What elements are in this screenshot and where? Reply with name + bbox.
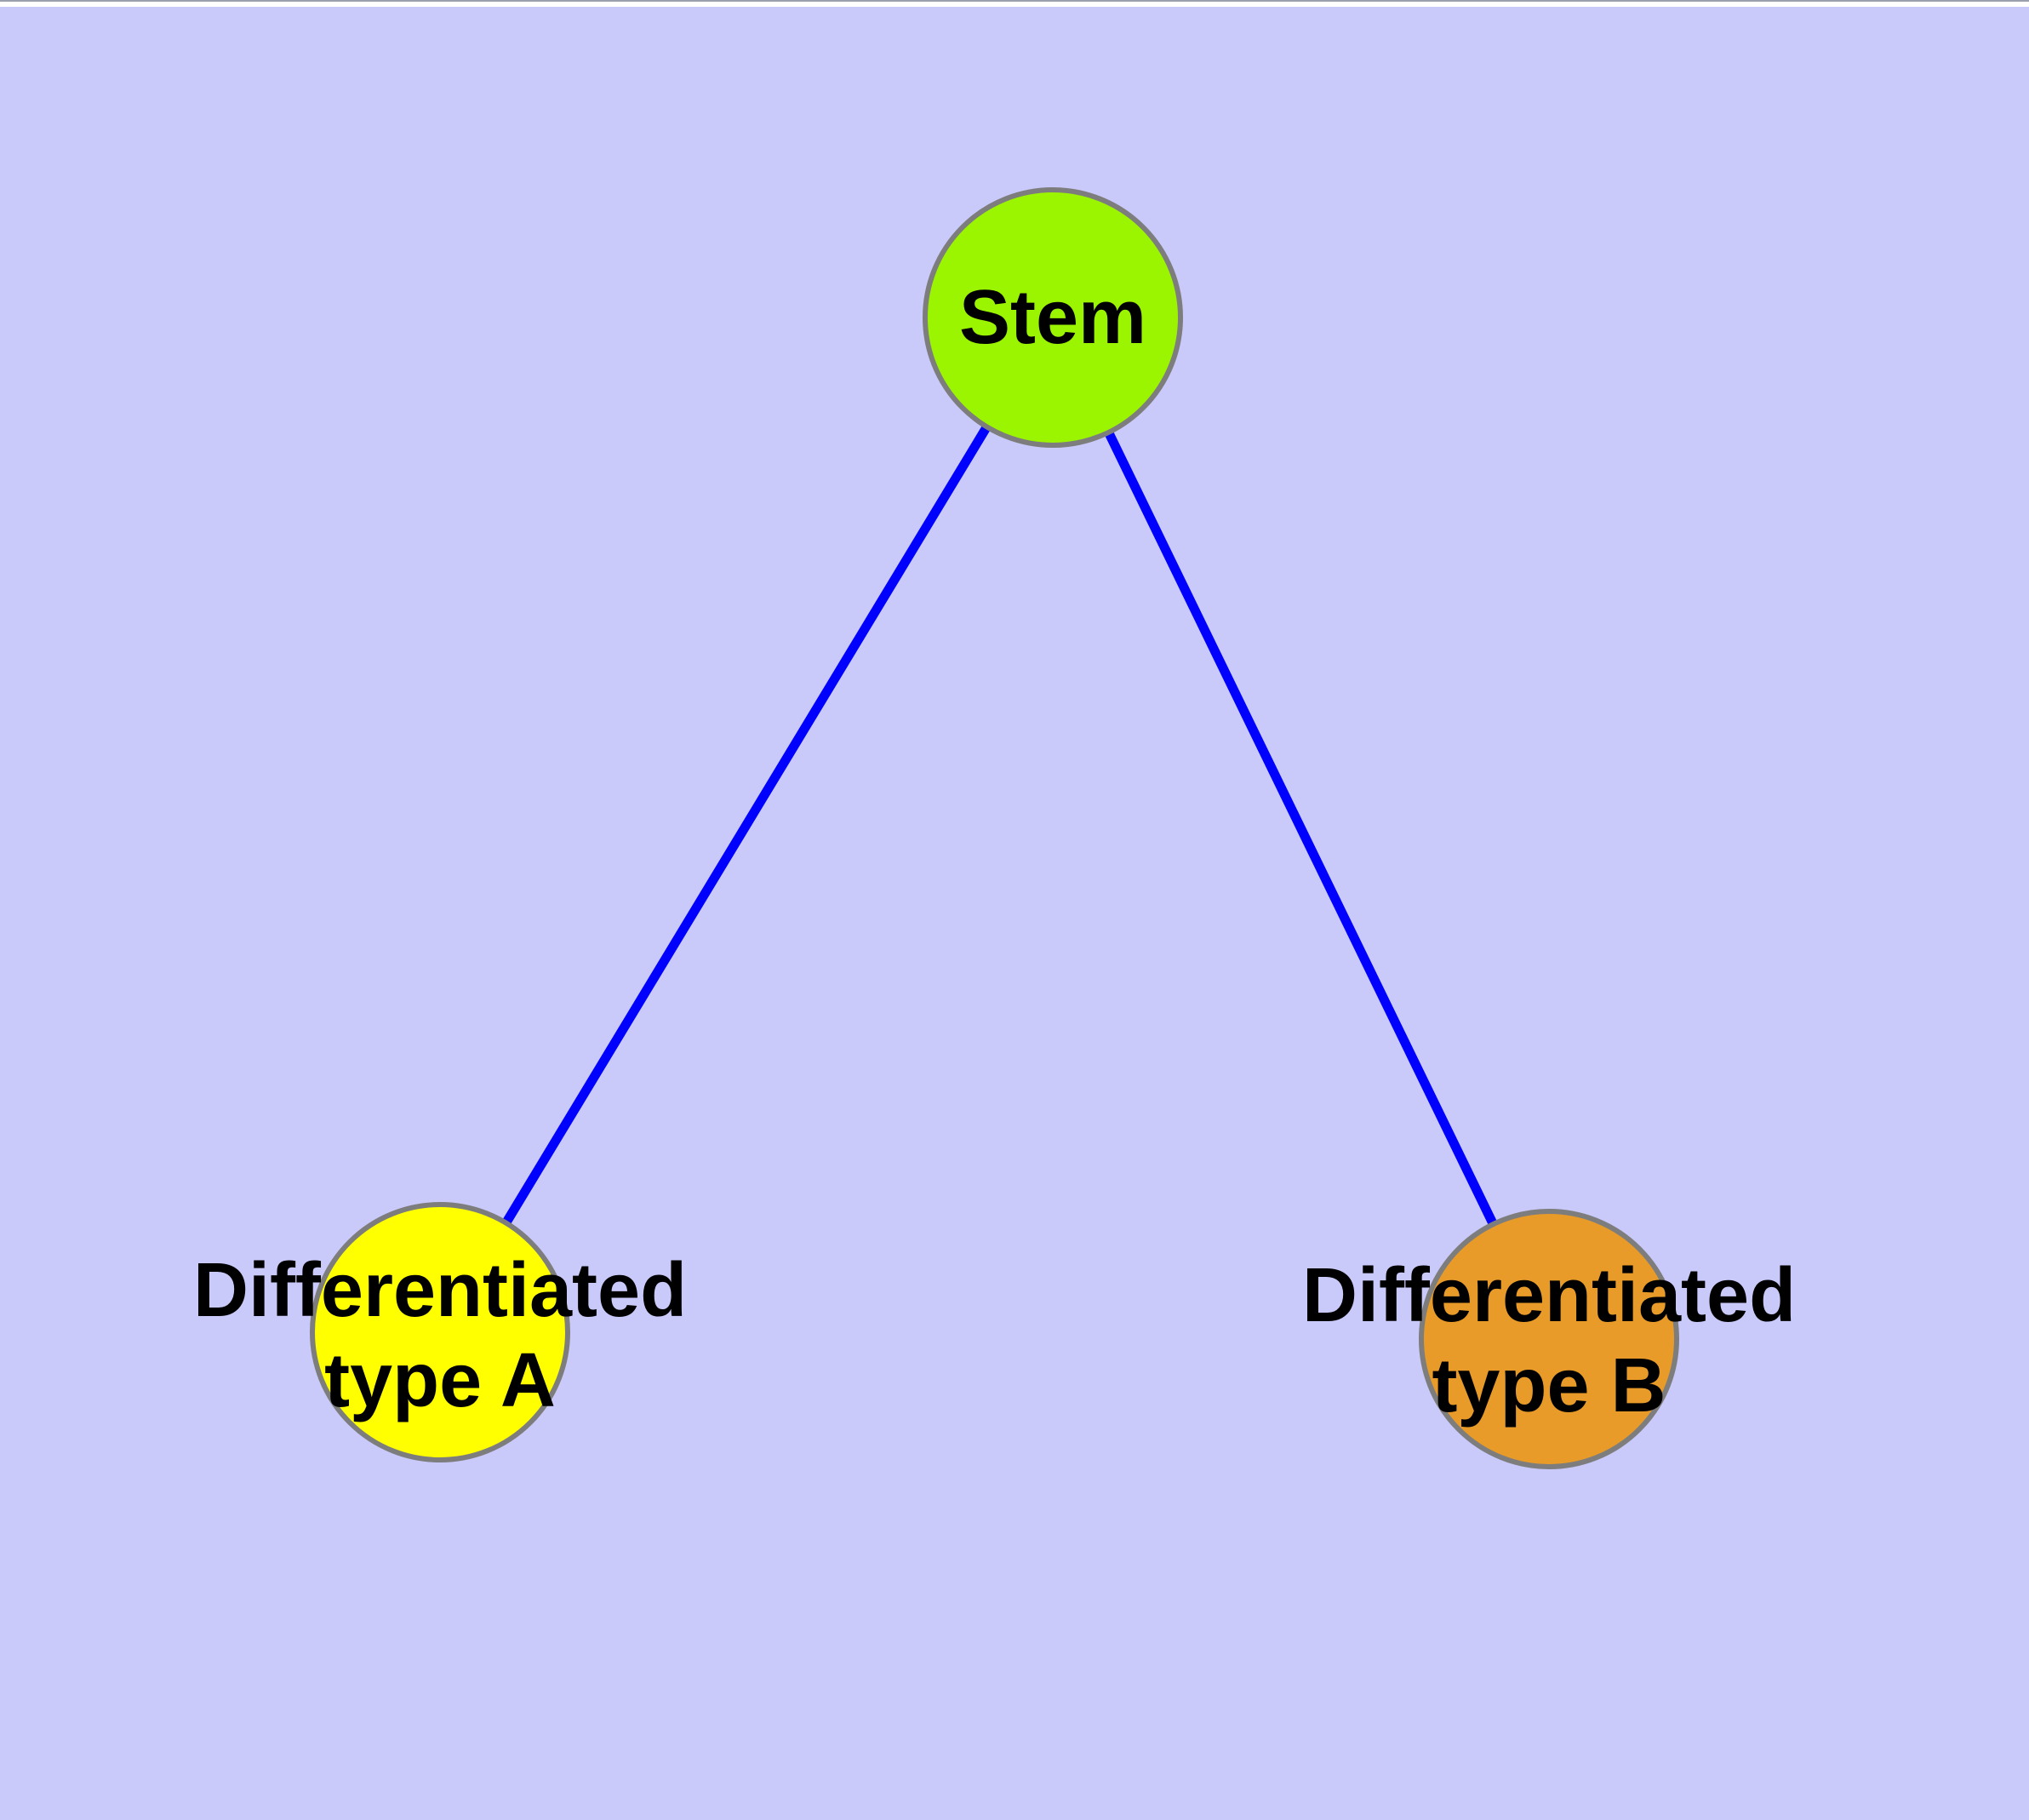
- top-edge-line: [0, 0, 2029, 2]
- stem-node-circle: [923, 187, 1183, 448]
- stem-node-label: Stem: [958, 275, 1147, 360]
- type-a-node-label: Differentiated type A: [192, 1248, 688, 1423]
- top-white-margin: [0, 2, 2029, 7]
- type-b-node-circle: [1419, 1209, 1679, 1469]
- edge-stem-to-type-a: [436, 315, 1057, 1335]
- type-a-node-circle: [310, 1202, 570, 1462]
- type-b-node-label: Differentiated type B: [1301, 1253, 1797, 1428]
- edge-stem-to-type-b: [1049, 315, 1553, 1342]
